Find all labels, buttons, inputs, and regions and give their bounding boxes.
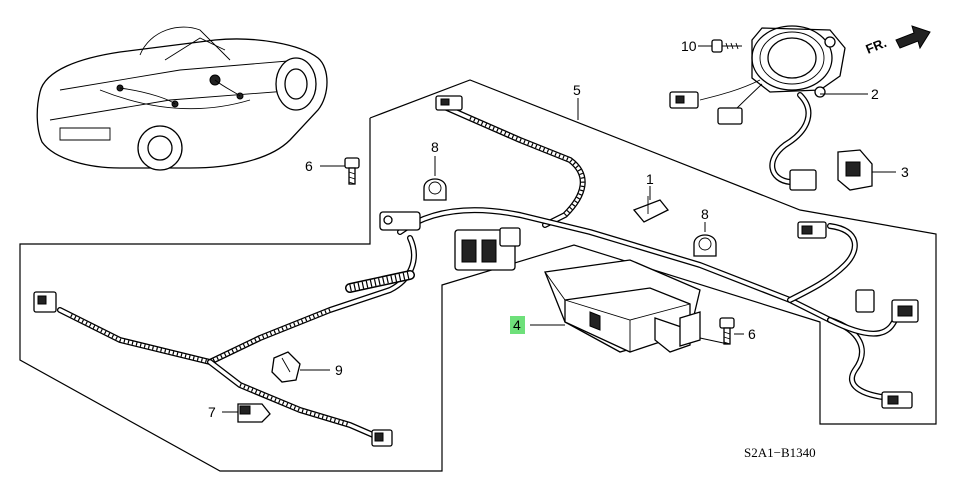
front-arrow-icon	[895, 25, 931, 50]
harness-connectors	[33, 95, 919, 447]
front-label: FR.	[864, 35, 889, 57]
bolt-6-upper	[344, 157, 360, 185]
callout-5: 5	[573, 82, 581, 98]
callout-7: 7	[208, 404, 216, 420]
clip-8-upper	[423, 178, 447, 201]
callout-9: 9	[335, 362, 343, 378]
callout-6-lower: 6	[748, 326, 756, 342]
leader-lines	[222, 45, 896, 413]
callout-10: 10	[681, 38, 697, 54]
callout-1: 1	[646, 171, 654, 187]
clip-7	[237, 403, 271, 423]
callout-8-upper: 8	[431, 139, 439, 155]
callout-2: 2	[871, 86, 879, 102]
callout-8-lower: 8	[701, 206, 709, 222]
callouts: 10 2 3 5 6 8 1 8 4 6 9 7	[208, 38, 909, 420]
callout-4: 4	[513, 317, 521, 333]
car-illustration	[36, 26, 328, 171]
screw-10	[711, 39, 742, 53]
group-frame	[19, 79, 937, 472]
bracket	[837, 149, 873, 191]
callout-4-highlight	[510, 316, 525, 334]
front-direction-indicator: FR.	[864, 25, 931, 57]
clip-9	[271, 351, 301, 383]
cable-reel	[669, 25, 846, 191]
drawing-code: S2A1−B1340	[744, 445, 816, 460]
callout-3: 3	[901, 164, 909, 180]
clip-1	[632, 196, 670, 223]
srs-unit	[544, 259, 701, 353]
callout-6-upper: 6	[305, 158, 313, 174]
bolt-6-lower	[719, 317, 735, 345]
clip-8-lower	[693, 234, 717, 257]
